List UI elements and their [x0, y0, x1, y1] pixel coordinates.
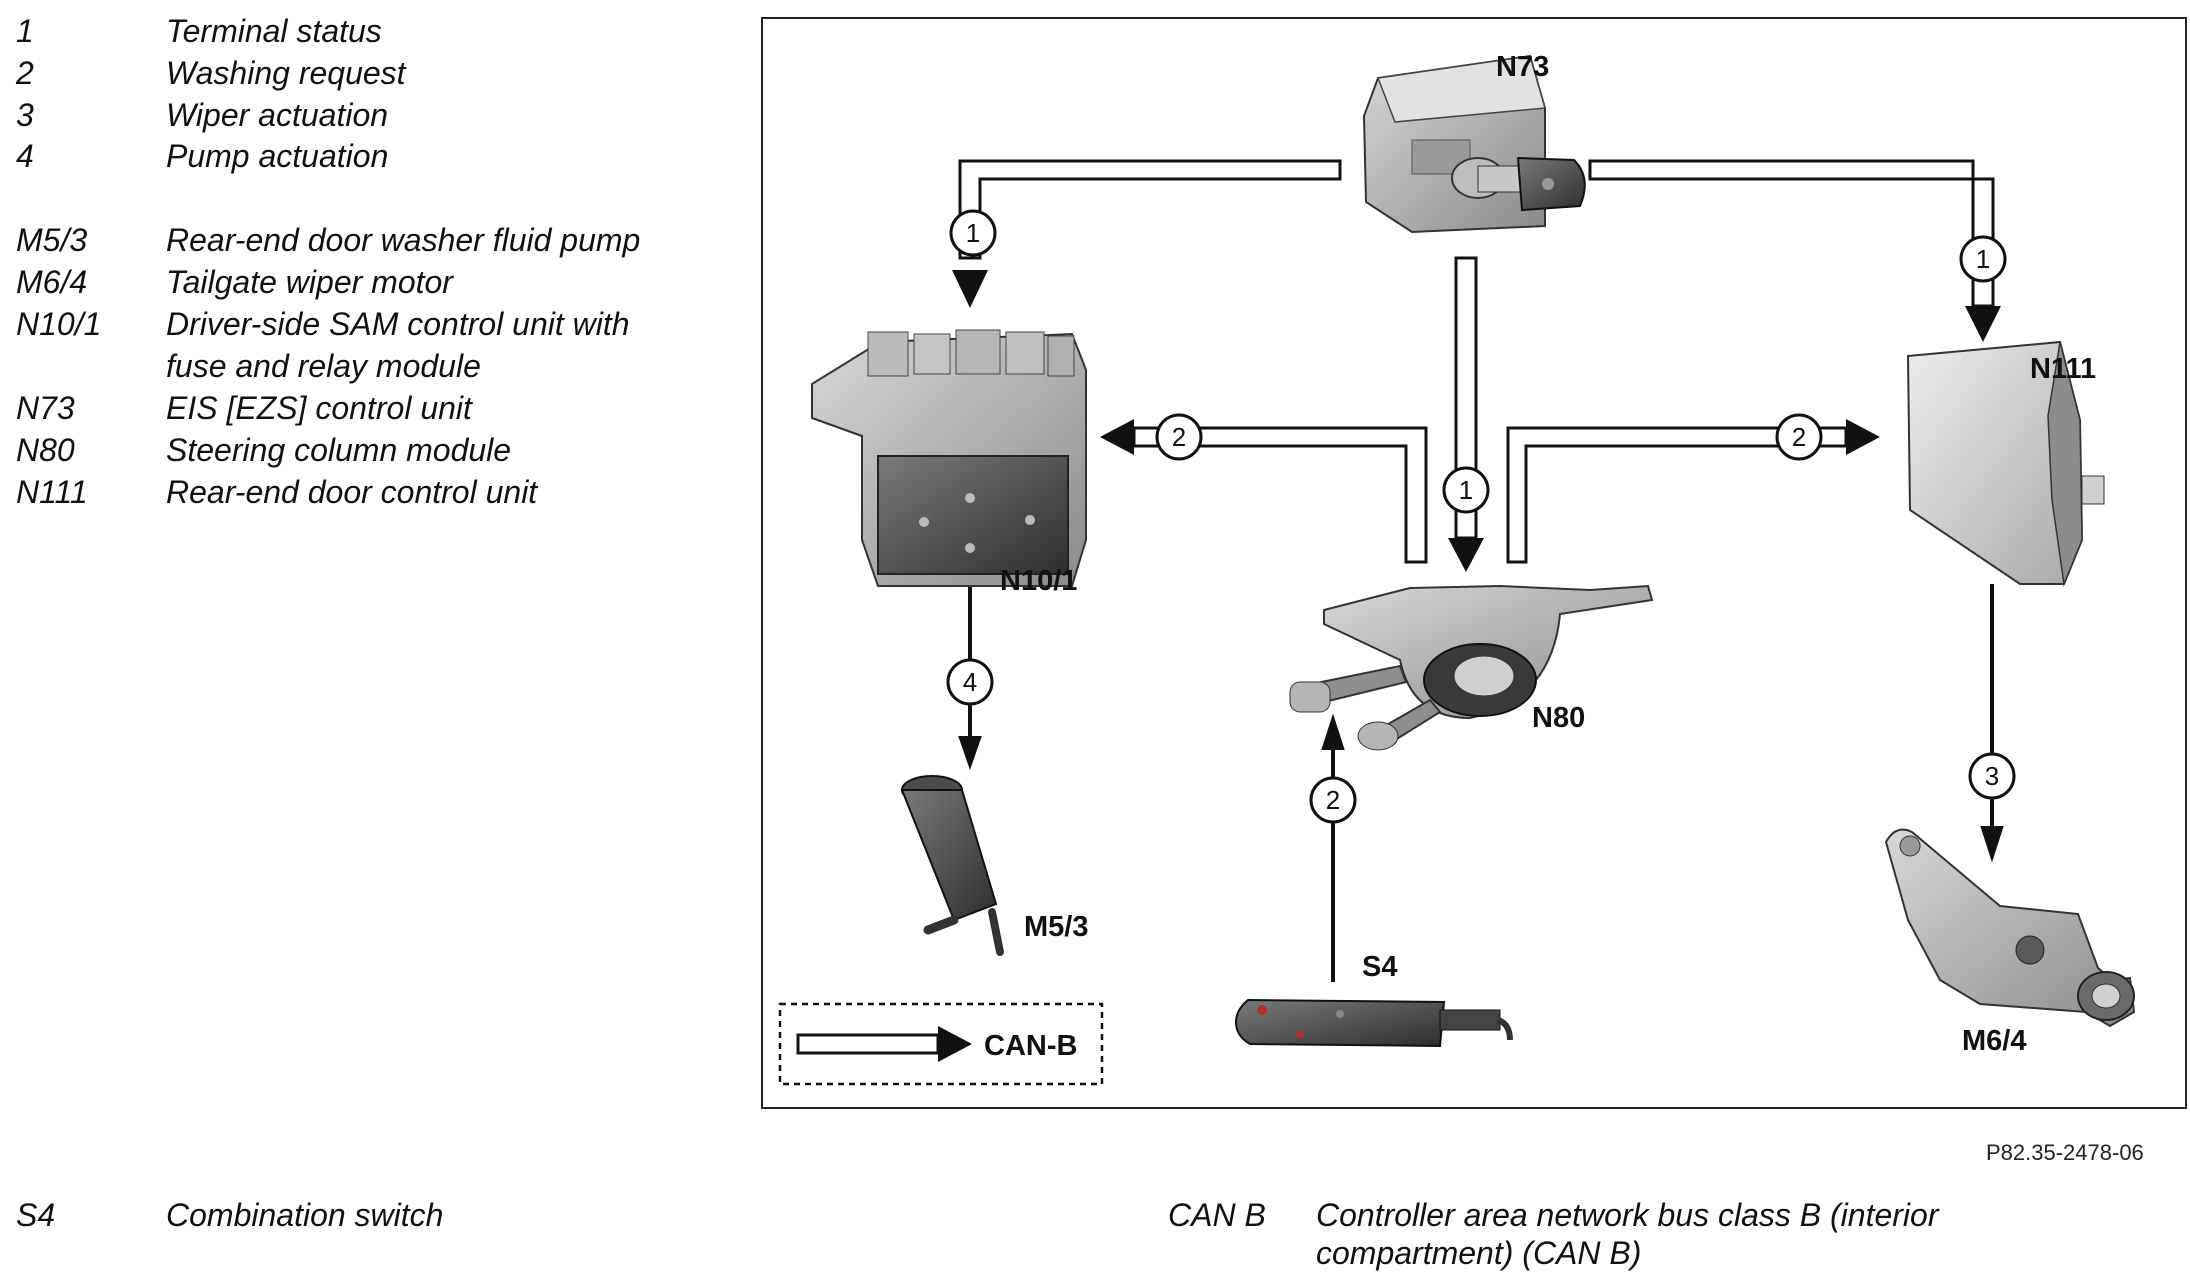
m6-4-wiper-motor-illustration: [1884, 828, 2136, 1028]
arrow-into-m5-3: [958, 736, 982, 771]
legend-text: Terminal status: [166, 13, 382, 49]
signal-badge: 2: [1775, 413, 1823, 461]
legend-text: Driver-side SAM control unit with: [166, 306, 630, 342]
label-n80: N80: [1532, 702, 1585, 734]
arrowheads: [952, 270, 2001, 572]
footer-code-right: CAN B: [1168, 1197, 1266, 1233]
signal-number: 3: [1985, 761, 1999, 791]
legend-text: Washing request: [166, 55, 406, 91]
can-line-n73-to-n111: [1588, 159, 1995, 308]
arrow-into-n80: [1448, 538, 1484, 572]
legend-code: 1: [16, 13, 34, 49]
legend-code: M5/3: [16, 222, 88, 258]
label-m5-3: M5/3: [1024, 911, 1088, 943]
signal-badges: 1 1 1 2 2 2 4 3: [946, 209, 2016, 824]
signal-number: 2: [1326, 785, 1340, 815]
m5-3-washer-pump-illustration: [900, 775, 1004, 956]
arrow-into-n111-side: [1846, 419, 1880, 455]
n10-1-sam-module-illustration: [811, 329, 1087, 587]
legend-text: Rear-end door control unit: [166, 474, 538, 510]
signal-number: 1: [1976, 244, 1990, 274]
legend-text: Pump actuation: [166, 138, 389, 174]
signal-number: 1: [966, 218, 980, 248]
signal-number: 1: [1459, 475, 1473, 505]
label-m6-4: M6/4: [1962, 1025, 2026, 1057]
legend-text: fuse and relay module: [166, 348, 481, 384]
legend-code: N73: [16, 390, 75, 426]
diagram-frame: [761, 17, 2187, 1109]
can-line-n73-to-n10: [958, 159, 1342, 260]
arrow-into-m6-4: [1980, 826, 2004, 863]
footer-text-right-line1: Controller area network bus class B (int…: [1316, 1197, 1939, 1233]
legend-text: Rear-end door washer fluid pump: [166, 222, 641, 258]
signal-badge: 1: [1959, 235, 2007, 283]
legend-code: 2: [16, 55, 34, 91]
label-s4: S4: [1362, 951, 1397, 983]
key-arrowhead: [938, 1026, 972, 1062]
legend-text: EIS [EZS] control unit: [166, 390, 472, 426]
can-bus-lines: [958, 159, 1995, 564]
footer-text-left: Combination switch: [166, 1197, 444, 1233]
legend-text: Wiper actuation: [166, 97, 389, 133]
legend-code: 4: [16, 138, 34, 174]
legend-code: N111: [16, 474, 88, 510]
signal-badge: 4: [946, 658, 994, 706]
label-n111: N111: [2030, 353, 2096, 385]
arrow-into-n111: [1965, 306, 2001, 342]
arrow-into-n10-1: [952, 270, 988, 308]
s4-combination-switch-illustration: [1234, 998, 1513, 1048]
signal-badge: 2: [1155, 413, 1203, 461]
signal-number: 2: [1172, 422, 1186, 452]
legend-code: M6/4: [16, 264, 88, 300]
signal-badge: 2: [1309, 776, 1357, 824]
key-label: CAN-B: [984, 1030, 1077, 1062]
signal-number: 4: [963, 667, 977, 697]
footer-text-right-line2: compartment) (CAN B): [1316, 1235, 1642, 1271]
figure-id: P82.35-2478-06: [1986, 1140, 2144, 1165]
footer-code-left: S4: [16, 1197, 56, 1233]
signal-number: 2: [1792, 422, 1806, 452]
can-b-key: CAN-B: [778, 1002, 1104, 1086]
signal-badge: 1: [949, 209, 997, 257]
arrow-into-n10-1-side: [1100, 419, 1134, 455]
legend-code: N10/1: [16, 306, 102, 342]
legend-code: N80: [16, 432, 75, 468]
legend-text: Tailgate wiper motor: [166, 264, 453, 300]
arrow-into-n80-from-s4: [1321, 713, 1345, 750]
signal-badge: 3: [1968, 752, 2016, 800]
n80-steering-column-module-illustration: [1289, 584, 1654, 751]
signal-badge: 1: [1442, 466, 1490, 514]
n111-control-unit-illustration: [1906, 340, 2105, 587]
label-n73: N73: [1496, 51, 1549, 83]
legend-code: 3: [16, 97, 34, 133]
legend-text: Steering column module: [166, 432, 512, 468]
label-n10-1: N10/1: [1000, 565, 1077, 597]
n73-ignition-switch-illustration: [1362, 54, 1586, 234]
